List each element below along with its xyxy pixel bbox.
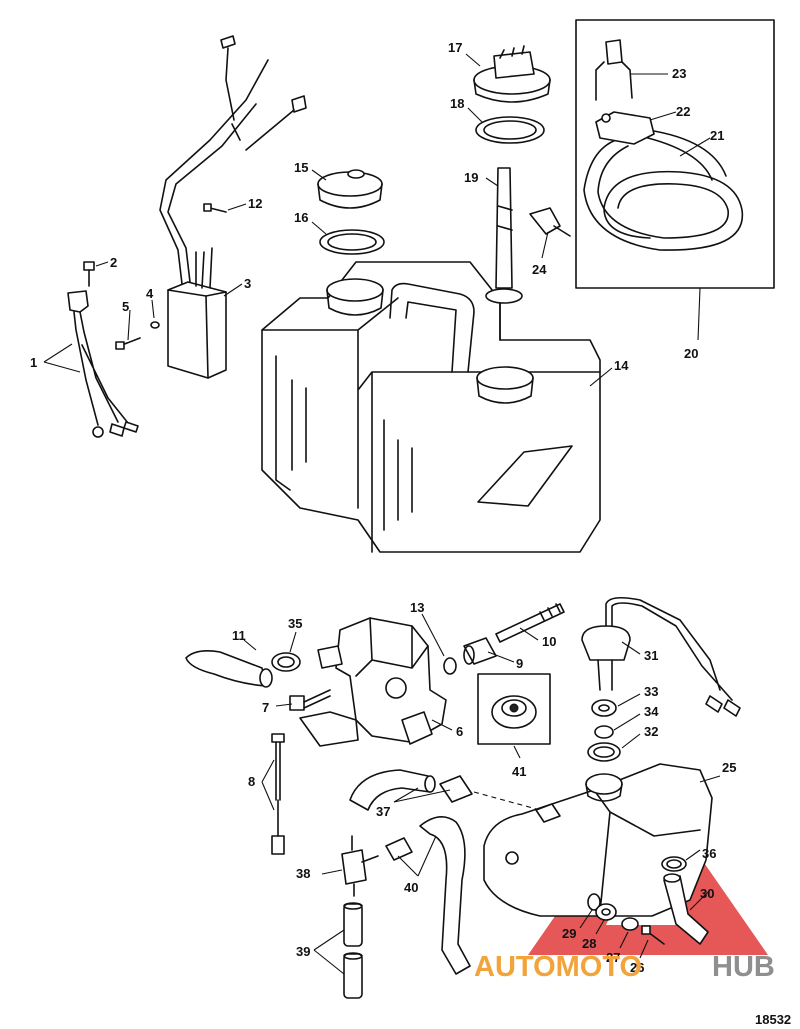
part-26-screw	[641, 925, 665, 945]
part-30-hose	[663, 873, 709, 945]
callout-28: 28	[582, 936, 596, 951]
part-7-bolt	[289, 689, 331, 711]
part-18-gasket	[475, 116, 545, 144]
part-34-washer	[594, 725, 614, 739]
part-35-clamp	[271, 652, 301, 672]
callout-11: 11	[232, 628, 246, 643]
callout-15: 15	[294, 160, 308, 175]
callout-21: 21	[710, 128, 724, 143]
callout-16: 16	[294, 210, 308, 225]
part-10-shaft	[495, 603, 565, 643]
callout-9: 9	[516, 656, 523, 671]
part-27-washer	[621, 917, 639, 931]
callout-7: 7	[262, 700, 269, 715]
part-8-link-rod	[271, 733, 285, 855]
part-13-o-ring	[443, 657, 457, 675]
part-25-oil-tank	[483, 763, 713, 917]
callout-19: 19	[464, 170, 478, 185]
callout-24: 24	[532, 262, 547, 277]
callout-20: 20	[684, 346, 698, 361]
part-41-check-valve-box	[477, 673, 551, 745]
callout-39: 39	[296, 944, 310, 959]
callout-36: 36	[702, 846, 716, 861]
part-9-sleeve	[463, 637, 497, 665]
callout-34: 34	[644, 704, 659, 719]
callout-4: 4	[146, 286, 154, 301]
part-17-fuel-gauge-cap	[473, 45, 551, 103]
callout-labels: 1 2 3 4 5 12 14 15 16 17 18 19 24 20 21 …	[30, 40, 736, 975]
part-40-hose	[385, 816, 471, 975]
part-19-fuel-pickup-tube	[485, 167, 523, 304]
part-36-clamp	[661, 856, 687, 872]
part-20-fuel-line-kit-box	[575, 19, 775, 289]
callout-38: 38	[296, 866, 310, 881]
callout-23: 23	[672, 66, 686, 81]
part-16-gasket	[319, 229, 385, 255]
callout-10: 10	[542, 634, 556, 649]
callout-6: 6	[456, 724, 463, 739]
part-21-fuel-hose	[583, 129, 744, 251]
callout-8: 8	[248, 774, 255, 789]
part-22-connector	[595, 111, 655, 145]
callout-17: 17	[448, 40, 462, 55]
callout-30: 30	[700, 886, 714, 901]
part-3-switch-box	[159, 35, 307, 379]
part-37-hose	[349, 769, 561, 823]
part-6-fuel-pump	[299, 617, 447, 747]
leader-lines	[43, 53, 721, 975]
callout-37: 37	[376, 804, 390, 819]
part-38-tee-fitting	[341, 835, 379, 897]
callout-40: 40	[404, 880, 418, 895]
callout-22: 22	[676, 104, 690, 119]
part-31-sender	[581, 596, 741, 717]
callout-14: 14	[614, 358, 629, 373]
part-33-spacer	[591, 699, 617, 717]
part-28-bushing	[595, 903, 617, 921]
part-4-washer	[150, 321, 160, 329]
part-39-hose	[343, 902, 363, 999]
part-23-clip	[595, 39, 633, 101]
part-14-fuel-tank	[261, 261, 601, 553]
part-32-gasket	[587, 742, 621, 762]
part-2-screw	[83, 261, 95, 287]
part-24-fuel-fitting	[529, 207, 571, 237]
callout-41: 41	[512, 764, 526, 779]
automotohub-watermark-text: AUTOMOTO HUB	[474, 951, 775, 983]
callout-25: 25	[722, 760, 736, 775]
callout-29: 29	[562, 926, 576, 941]
part-5-screw	[115, 337, 141, 350]
part-11-hose	[185, 650, 273, 688]
callout-35: 35	[288, 616, 302, 631]
part-1-wire-harness	[67, 290, 139, 438]
callout-33: 33	[644, 684, 658, 699]
callout-12: 12	[248, 196, 262, 211]
part-29-grommet	[587, 893, 601, 911]
callout-5: 5	[122, 299, 129, 314]
callout-31: 31	[644, 648, 658, 663]
callout-32: 32	[644, 724, 658, 739]
callout-27: 27	[606, 950, 620, 965]
callout-2: 2	[110, 255, 117, 270]
figure-number: 18532	[755, 1012, 791, 1027]
part-12-screw	[203, 203, 227, 213]
callout-18: 18	[450, 96, 464, 111]
callout-3: 3	[244, 276, 251, 291]
watermark-text-hub: HUB	[712, 951, 775, 983]
callout-13: 13	[410, 600, 424, 615]
part-15-tank-cap	[317, 169, 383, 209]
watermark-text-automoto: AUTOMOTO	[474, 951, 642, 983]
callout-1: 1	[30, 355, 37, 370]
callout-26: 26	[630, 960, 644, 975]
